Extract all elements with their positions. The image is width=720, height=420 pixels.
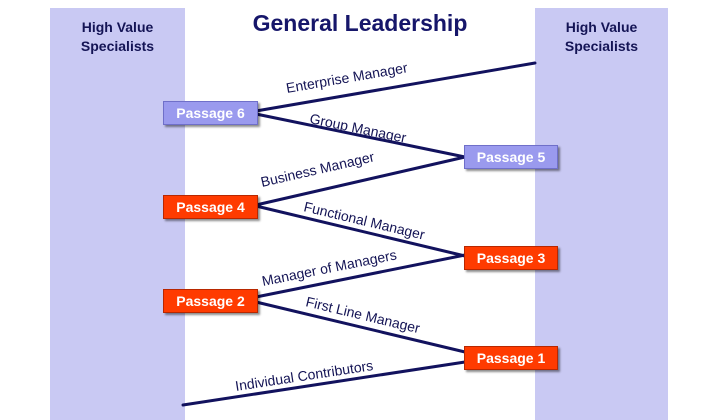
- connector-enterprise-manager: [254, 61, 537, 113]
- passage-1-box: Passage 1: [464, 346, 558, 370]
- passage-2-box: Passage 2: [163, 289, 258, 313]
- left-column-title: High Value Specialists: [80, 19, 155, 54]
- passage-5-box: Passage 5: [464, 145, 558, 169]
- diagram-title: General Leadership: [252, 10, 468, 36]
- right-column-title: High Value Specialists: [564, 19, 639, 54]
- passage-4-box: Passage 4: [163, 195, 258, 219]
- connector-group-manager: [254, 112, 467, 159]
- passage-3-box: Passage 3: [464, 246, 558, 270]
- connector-first-line-manager: [254, 300, 467, 354]
- label-first-line-manager: First Line Manager: [304, 293, 422, 336]
- label-group-manager: Group Manager: [308, 110, 408, 145]
- connector-manager-of-managers: [254, 253, 467, 299]
- connector-functional-manager: [254, 204, 467, 258]
- label-enterprise-manager: Enterprise Manager: [285, 59, 409, 96]
- label-individual-contributors: Individual Contributors: [234, 357, 374, 394]
- left-specialists-column: High Value Specialists: [50, 8, 185, 420]
- connector-business-manager: [254, 155, 467, 207]
- label-business-manager: Business Manager: [259, 148, 376, 190]
- passage-6-box: Passage 6: [163, 101, 258, 125]
- connector-individual-contributors: [181, 360, 467, 407]
